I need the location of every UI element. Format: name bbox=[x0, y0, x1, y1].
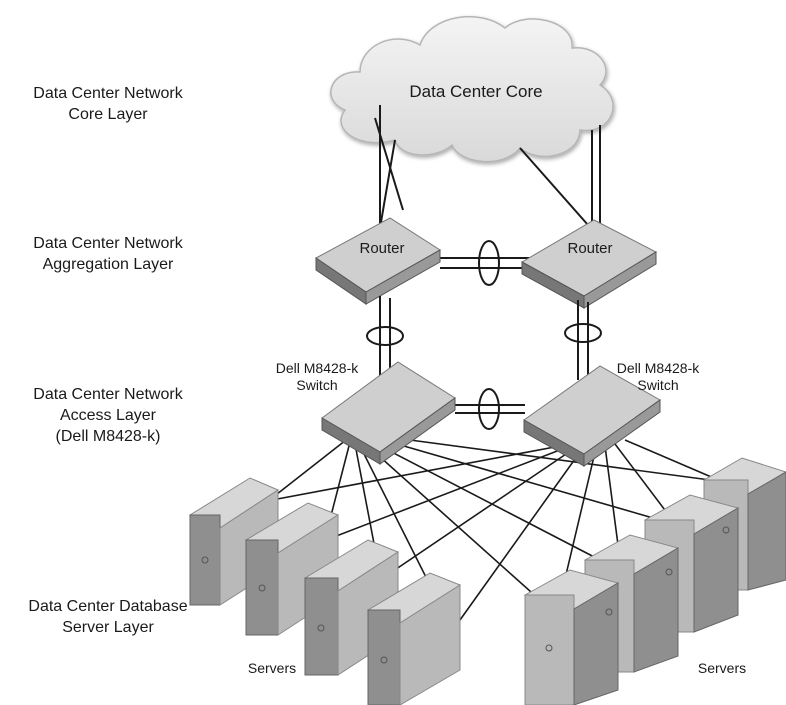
server-details bbox=[201, 526, 730, 664]
servers-left-label: Servers bbox=[247, 660, 297, 676]
right-uplink-lag-ring bbox=[564, 323, 602, 343]
layer-label-aggregation-line2: Aggregation Layer bbox=[42, 256, 174, 273]
switch-1-label: Dell M8428-k Switch bbox=[262, 360, 372, 394]
layer-label-aggregation-line1: Data Center Network bbox=[33, 235, 183, 252]
layer-label-core-line2: Core Layer bbox=[68, 106, 148, 123]
layer-label-access-line3: (Dell M8428-k) bbox=[55, 428, 161, 445]
layer-label-server: Data Center Database Server Layer bbox=[8, 596, 208, 638]
switch-2-label-line1: Dell M8428-k bbox=[616, 360, 700, 376]
switch-1-label-line1: Dell M8428-k bbox=[275, 360, 359, 376]
switch-lag-ring bbox=[478, 388, 500, 430]
layer-label-server-line2: Server Layer bbox=[62, 619, 154, 636]
server-left-2 bbox=[244, 502, 340, 636]
router-1-label: Router bbox=[359, 240, 404, 257]
router-1 bbox=[315, 217, 441, 305]
core-router-links bbox=[374, 105, 601, 234]
switch-interlink bbox=[455, 404, 525, 414]
left-uplink-lag-ring bbox=[366, 326, 404, 346]
servers-right-label: Servers bbox=[697, 660, 747, 676]
core-cloud-label: Data Center Core bbox=[409, 82, 542, 101]
router-2 bbox=[520, 219, 658, 309]
layer-label-access-line1: Data Center Network bbox=[33, 386, 183, 403]
router-lag-ring bbox=[478, 240, 500, 286]
switch-2-label-line2: Switch bbox=[637, 377, 679, 393]
layer-label-access-line2: Access Layer bbox=[59, 407, 157, 424]
switch-2 bbox=[523, 365, 661, 467]
layer-label-server-line1: Data Center Database bbox=[28, 598, 188, 615]
core-cloud bbox=[330, 15, 614, 163]
layer-label-aggregation: Data Center Network Aggregation Layer bbox=[8, 233, 208, 275]
switch-1-label-line2: Switch bbox=[296, 377, 338, 393]
switch-2-label: Dell M8428-k Switch bbox=[603, 360, 713, 394]
router-switch-links bbox=[379, 296, 589, 380]
layer-label-core-line1: Data Center Network bbox=[33, 85, 183, 102]
layer-label-access: Data Center Network Access Layer (Dell M… bbox=[8, 384, 208, 447]
layer-label-core: Data Center Network Core Layer bbox=[8, 83, 208, 125]
router-interlink bbox=[440, 257, 530, 269]
server-right-4 bbox=[523, 569, 620, 705]
router-2-label: Router bbox=[567, 240, 612, 257]
switch-1 bbox=[321, 361, 456, 465]
